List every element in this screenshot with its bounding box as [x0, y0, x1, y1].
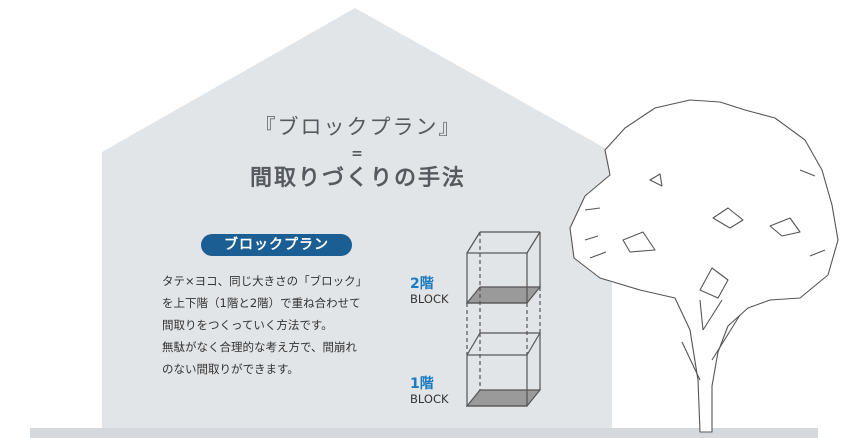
stacked-cube-icon [465, 231, 542, 407]
floor-label-2f: 2階 BLOCK [410, 276, 449, 307]
tree-icon [569, 99, 839, 433]
description-line: 間取りをつくっていく方法です。 [162, 318, 333, 332]
floor-number: 1階 [410, 376, 434, 392]
floor-number: 2階 [410, 276, 434, 292]
heading-line-2: 間取りづくりの手法 [249, 166, 466, 191]
page-heading: 『ブロックプラン』 = 間取りづくりの手法 [188, 112, 528, 194]
description-line: を上下階（1階と2階）で重ね合わせて [162, 296, 361, 310]
description-line: タテ×ヨコ、同じ大きさの「ブロック」 [162, 274, 368, 288]
ground-strip [30, 428, 818, 438]
heading-equals: = [351, 146, 365, 162]
description-line: 無駄がなく合理的な考え方で、間崩れ [162, 340, 358, 354]
description-line: のない間取りができます。 [162, 362, 299, 376]
house-silhouette-icon [102, 8, 612, 430]
description: タテ×ヨコ、同じ大きさの「ブロック」 を上下階（1階と2階）で重ね合わせて 間取… [162, 270, 402, 380]
floor-label-1f: 1階 BLOCK [410, 376, 449, 407]
floor-block-text: BLOCK [410, 292, 449, 306]
floor-block-text: BLOCK [410, 392, 449, 406]
heading-line-1: 『ブロックプラン』 [254, 115, 462, 139]
block-plan-badge: ブロックプラン [201, 234, 352, 256]
